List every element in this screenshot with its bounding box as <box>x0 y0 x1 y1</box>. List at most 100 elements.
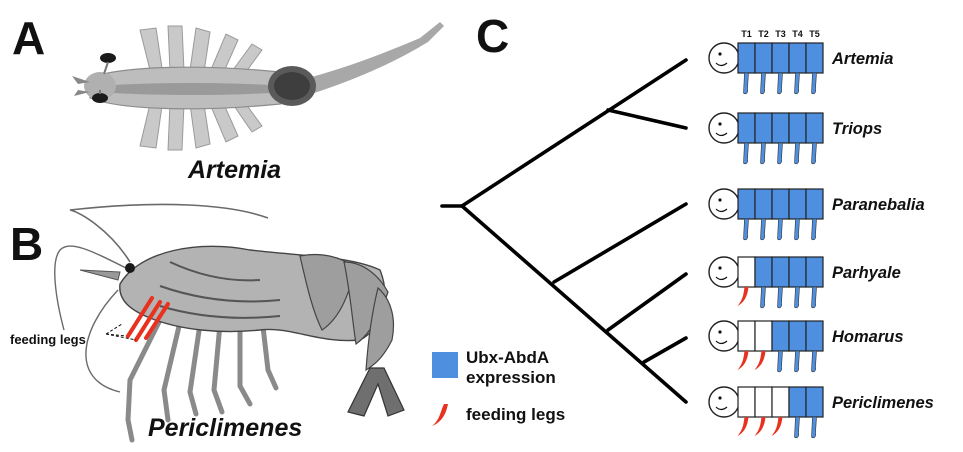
segment-label-t2: T2 <box>758 29 769 39</box>
leg-icon <box>778 143 783 164</box>
segment-t3 <box>772 321 789 351</box>
leg-icon <box>744 219 749 240</box>
segment-t2 <box>755 113 772 143</box>
tree-branch-homarus <box>644 338 686 362</box>
leg-icon <box>778 287 783 308</box>
taxon-periclimenes: Periclimenes <box>709 387 934 438</box>
legend-feeding-label: feeding legs <box>466 405 565 424</box>
segment-t5 <box>806 43 823 73</box>
taxa-diagrams: ArtemiaTriopsParanebaliaParhyaleHomarusP… <box>709 43 934 438</box>
segment-label-t5: T5 <box>809 29 820 39</box>
segment-t1 <box>738 189 755 219</box>
segment-t5 <box>806 321 823 351</box>
leg-icon <box>812 73 817 94</box>
segment-t4 <box>789 257 806 287</box>
eye-icon <box>718 266 721 269</box>
taxon-label-artemia: Artemia <box>831 50 893 68</box>
leg-icon <box>795 143 800 164</box>
leg-icon <box>795 351 800 372</box>
segment-t3 <box>772 257 789 287</box>
leg-icon <box>778 73 783 94</box>
leg-icon <box>812 417 817 438</box>
leg-icon <box>795 287 800 308</box>
head-icon <box>709 321 739 351</box>
feeding-leg-icon <box>738 417 749 436</box>
segment-t3 <box>772 189 789 219</box>
segment-t4 <box>789 189 806 219</box>
feeding-legs-annotation: feeding legs <box>10 332 86 347</box>
segment-t5 <box>806 387 823 417</box>
feeding-leg-icon <box>755 351 766 370</box>
segment-t4 <box>789 387 806 417</box>
feeding-leg-icon <box>738 351 749 370</box>
leg-icon <box>778 219 783 240</box>
eye-icon <box>718 52 721 55</box>
segment-label-t4: T4 <box>792 29 803 39</box>
segment-t1 <box>738 387 755 417</box>
tree-branch-triops <box>608 110 686 128</box>
periclimenes-illustration <box>55 204 404 440</box>
leg-icon <box>761 73 766 94</box>
head-icon <box>709 43 739 73</box>
taxon-label-paranebalia: Paranebalia <box>832 196 925 214</box>
legend-expression-line2: expression <box>466 368 556 387</box>
segment-t2 <box>755 257 772 287</box>
eye-icon <box>718 396 721 399</box>
legend-feeding-leg-icon <box>432 404 448 426</box>
taxon-artemia: Artemia <box>709 43 893 94</box>
segment-t1 <box>738 43 755 73</box>
segment-label-t3: T3 <box>775 29 786 39</box>
legend-expression-swatch <box>432 352 458 378</box>
segment-t4 <box>789 321 806 351</box>
leg-icon <box>812 287 817 308</box>
taxon-label-triops: Triops <box>832 120 882 138</box>
segment-t3 <box>772 43 789 73</box>
leg-icon <box>812 351 817 372</box>
segment-t3 <box>772 387 789 417</box>
panel-b-letter: B <box>10 218 43 270</box>
artemia-illustration <box>72 22 444 150</box>
leg-icon <box>812 219 817 240</box>
segment-t5 <box>806 113 823 143</box>
segment-t5 <box>806 189 823 219</box>
segment-t2 <box>755 321 772 351</box>
leg-icon <box>778 351 783 372</box>
eye-icon <box>718 330 721 333</box>
feeding-leg-icon <box>738 287 749 306</box>
taxon-label-periclimenes: Periclimenes <box>832 394 934 412</box>
head-icon <box>709 387 739 417</box>
segment-t2 <box>755 387 772 417</box>
leg-icon <box>812 143 817 164</box>
segment-label-t1: T1 <box>741 29 752 39</box>
panel-c-letter: C <box>476 10 509 62</box>
eye-icon <box>718 122 721 125</box>
head-icon <box>709 257 739 287</box>
leg-icon <box>761 143 766 164</box>
tree-branch-paranebalia <box>554 204 686 282</box>
leg-icon <box>744 73 749 94</box>
tree-branch-parhyale <box>608 274 686 330</box>
head-icon <box>709 189 739 219</box>
leg-icon <box>795 73 800 94</box>
segment-t2 <box>755 43 772 73</box>
feeding-leg-icon <box>772 417 783 436</box>
leg-icon <box>744 143 749 164</box>
head-icon <box>709 113 739 143</box>
panel-a-letter: A <box>12 12 45 64</box>
segment-t3 <box>772 113 789 143</box>
panel-a-species-label: Artemia <box>187 156 281 184</box>
taxon-parhyale: Parhyale <box>709 257 901 308</box>
taxon-paranebalia: Paranebalia <box>709 189 925 240</box>
segment-labels: T1 T2 T3 T4 T5 <box>741 29 820 39</box>
taxon-homarus: Homarus <box>709 321 904 372</box>
segment-t5 <box>806 257 823 287</box>
segment-t1 <box>738 257 755 287</box>
legend-expression-line1: Ubx-AbdA <box>466 348 549 367</box>
feeding-leg-icon <box>755 417 766 436</box>
leg-icon <box>795 219 800 240</box>
segment-t4 <box>789 113 806 143</box>
taxon-label-homarus: Homarus <box>832 328 904 346</box>
taxon-label-parhyale: Parhyale <box>832 264 901 282</box>
taxon-triops: Triops <box>709 113 882 164</box>
